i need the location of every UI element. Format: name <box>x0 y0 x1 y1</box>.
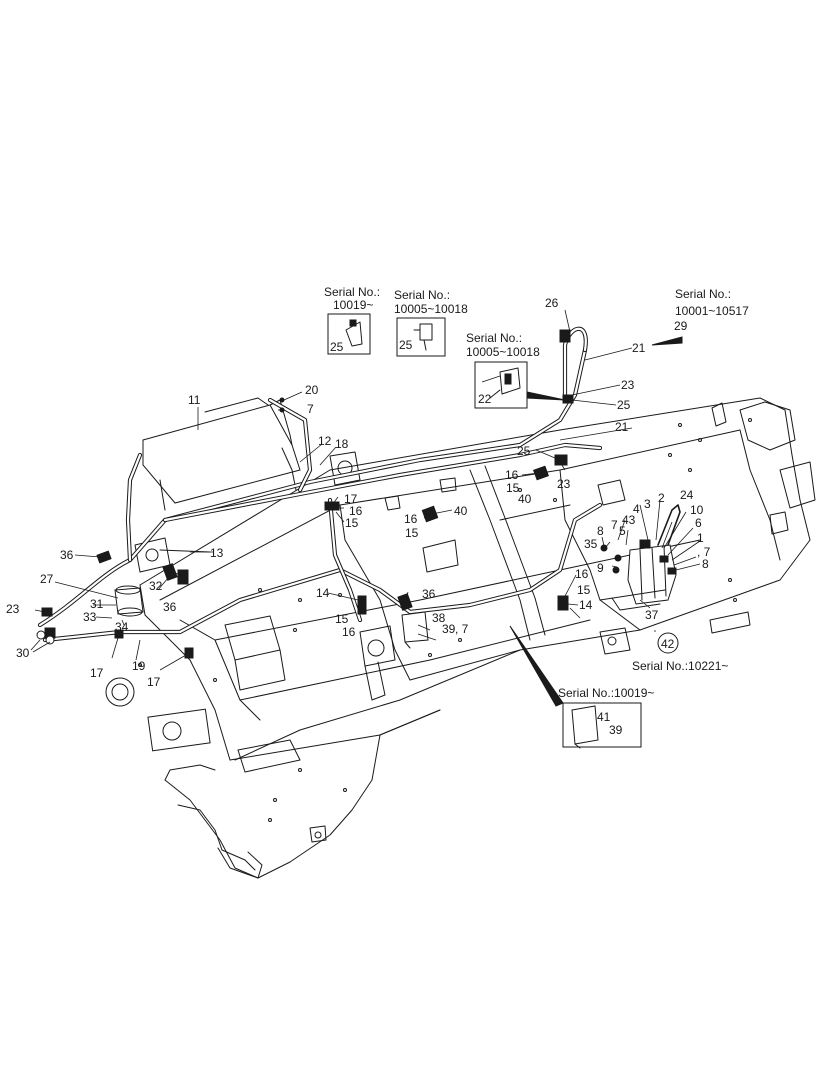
inset-detail-2 <box>396 317 446 357</box>
callout-39-suffix: , 7 <box>455 622 469 636</box>
callout-23: 23 <box>621 378 635 392</box>
callout-41: 41 <box>597 710 611 724</box>
callout-3: 3 <box>644 497 651 511</box>
callout-14: 14 <box>316 586 330 600</box>
callout-32: 32 <box>149 579 163 593</box>
callout-38: 38 <box>432 611 446 625</box>
callout-39: 39 <box>609 723 623 737</box>
callout-30: 30 <box>16 646 30 660</box>
callout-17: 17 <box>344 492 358 506</box>
callout-15: 15 <box>405 526 419 540</box>
serial-label-3: Serial No.: <box>466 331 522 345</box>
callout-36: 36 <box>163 600 177 614</box>
callout-34: 34 <box>115 620 129 634</box>
callout-29: 29 <box>674 319 688 333</box>
callout-10: 10 <box>690 503 704 517</box>
callout-7: , 7 <box>697 545 711 559</box>
serial-label-5: Serial No.:10221~ <box>632 659 728 673</box>
callout-19: 19 <box>132 659 146 673</box>
callout-40: 40 <box>454 504 468 518</box>
callout-25: 25 <box>399 338 413 352</box>
callout-25: 25 <box>330 340 344 354</box>
callout-16: 16 <box>575 567 589 581</box>
callout-16: 16 <box>505 468 519 482</box>
serial-label-4: Serial No.: <box>675 287 731 301</box>
serial-value-3: 10005~10018 <box>466 345 540 359</box>
callout-7: 7 <box>611 518 618 532</box>
callout-12: 12 <box>318 434 332 448</box>
callout-5: 5 <box>619 524 626 538</box>
inset-detail-3 <box>474 361 528 409</box>
hose-lines <box>37 326 603 643</box>
inset-detail-1 <box>327 313 371 355</box>
callout-21: 21 <box>615 420 629 434</box>
reservoir-box <box>142 397 301 511</box>
callout-2: 2 <box>658 491 665 505</box>
serial-value-2: 10005~10018 <box>394 302 468 316</box>
callout-11: 11 <box>188 393 201 407</box>
callout-1: 1 <box>697 531 704 545</box>
serial-value-4: 10001~10517 <box>675 304 749 318</box>
frame-holes <box>138 418 752 822</box>
callout-labels: 11 20 7 12 18 26 21 23 25 21 22 25 25 25… <box>6 296 711 737</box>
callout-16: 16 <box>404 512 418 526</box>
serial-label-1: Serial No.: <box>324 285 380 299</box>
callout-16: 16 <box>349 504 363 518</box>
serial-labels: Serial No.: 10019~ Serial No.: 10005~100… <box>324 285 749 700</box>
callout-40: 40 <box>518 492 532 506</box>
callout-25: 25 <box>617 398 631 412</box>
callout-24: 24 <box>680 488 694 502</box>
callout-15: 15 <box>345 516 359 530</box>
callout-7: 7 <box>307 402 314 416</box>
callout-18: 18 <box>335 437 349 451</box>
main-frame <box>105 397 816 879</box>
callout-33: 33 <box>83 610 97 624</box>
callout-21: 21 <box>632 341 646 355</box>
callout-20: 20 <box>305 383 319 397</box>
callout-31: 31 <box>90 597 104 611</box>
callout-14: 14 <box>579 598 593 612</box>
callout-23: 23 <box>557 477 571 491</box>
pointer-wedge-2 <box>651 336 683 346</box>
inset-detail-4 <box>562 702 642 749</box>
callout-37: 37 <box>645 608 659 622</box>
callout-22: 22 <box>478 392 492 406</box>
pointer-wedge-3 <box>509 625 564 707</box>
leader-lines <box>30 309 701 671</box>
callout-16: 16 <box>342 625 356 639</box>
callout-23: 23 <box>6 602 20 616</box>
callout-27: 27 <box>40 572 54 586</box>
callout-42: 42 <box>661 637 675 651</box>
callout-26: 26 <box>545 296 559 310</box>
callout-4: 4 <box>633 502 640 516</box>
callout-35: 35 <box>584 537 598 551</box>
callout-9: 9 <box>597 561 604 575</box>
callout-8: 8 <box>702 557 709 571</box>
callout-36: 36 <box>422 587 436 601</box>
callout-15: 15 <box>506 481 520 495</box>
callout-17: 17 <box>90 666 104 680</box>
callout-13: 13 <box>210 546 224 560</box>
clamps-and-fittings <box>36 329 681 659</box>
serial-label-2: Serial No.: <box>394 288 450 302</box>
callout-15: 15 <box>335 612 349 626</box>
callout-36: 36 <box>60 548 74 562</box>
callout-15: 15 <box>577 583 591 597</box>
serial-label-6: Serial No.:10019~ <box>558 686 654 700</box>
pointer-wedge-1 <box>526 391 566 401</box>
callout-8: 8 <box>597 524 604 538</box>
callout-25: 25 <box>517 444 531 458</box>
callout-6: 6 <box>695 516 702 530</box>
callout-39: 39 <box>442 622 456 636</box>
callout-17: 17 <box>147 675 161 689</box>
serial-value-1: 10019~ <box>333 298 373 312</box>
callout-43: 43 <box>622 513 636 527</box>
